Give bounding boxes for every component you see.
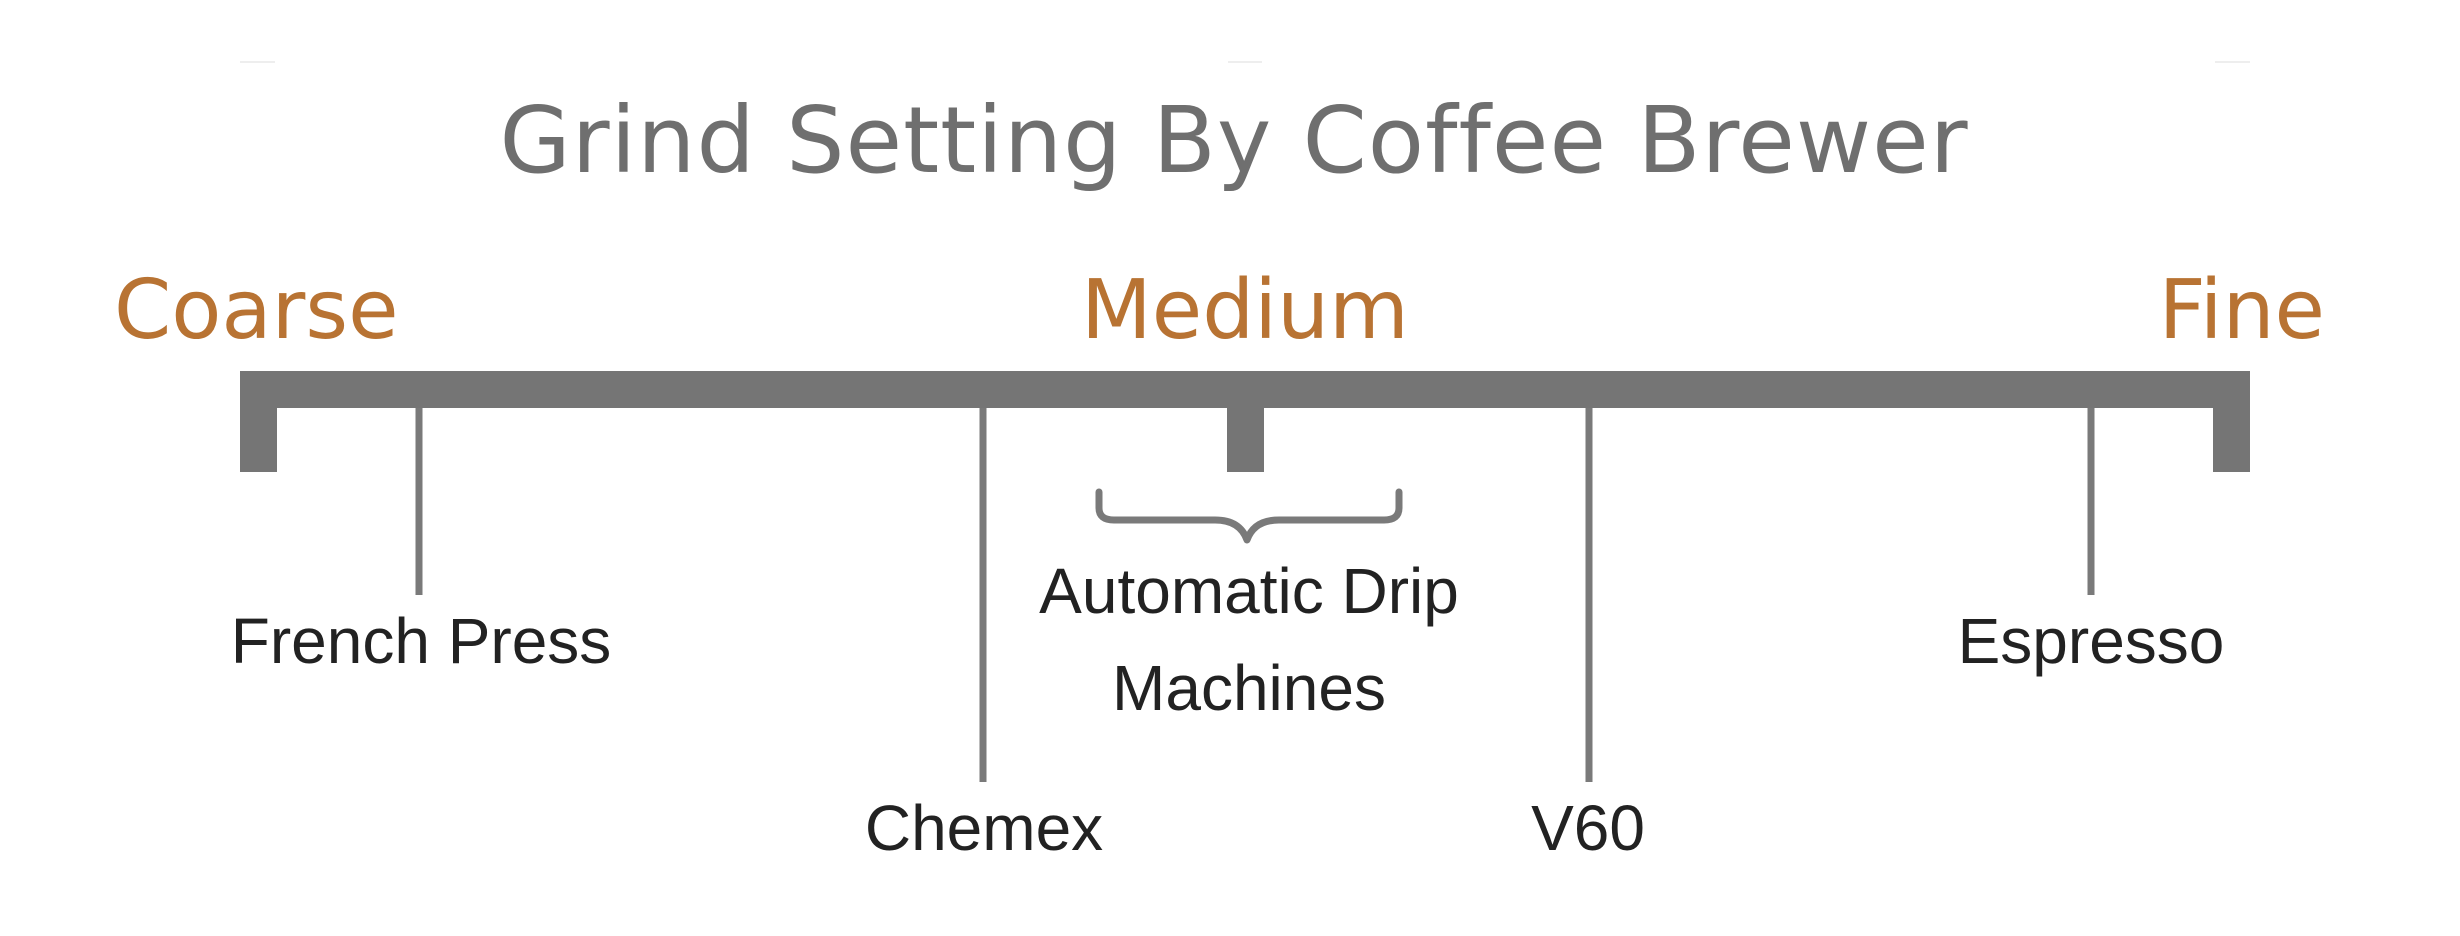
scale-tick-medium xyxy=(1227,371,1264,472)
scale-label-medium: Medium xyxy=(1081,263,1409,358)
diagram-title: Grind Setting By Coffee Brewer xyxy=(499,87,1968,194)
brewer-label-espresso: Espresso xyxy=(1958,605,2225,677)
brewer-label-french-press: French Press xyxy=(231,605,612,677)
brewer-label-drip-line2: Machines xyxy=(1112,652,1386,724)
grind-scale-bar xyxy=(240,371,2250,472)
scale-tick-fine xyxy=(2213,371,2250,472)
brewer-label-v60: V60 xyxy=(1531,792,1645,864)
brewer-label-chemex: Chemex xyxy=(865,792,1103,864)
drip-range-brace xyxy=(1095,488,1403,544)
brewer-label-drip-line1: Automatic Drip xyxy=(1039,555,1459,627)
scale-tick-coarse xyxy=(240,371,277,472)
scale-label-fine: Fine xyxy=(2159,263,2325,358)
scale-label-coarse: Coarse xyxy=(114,263,399,358)
